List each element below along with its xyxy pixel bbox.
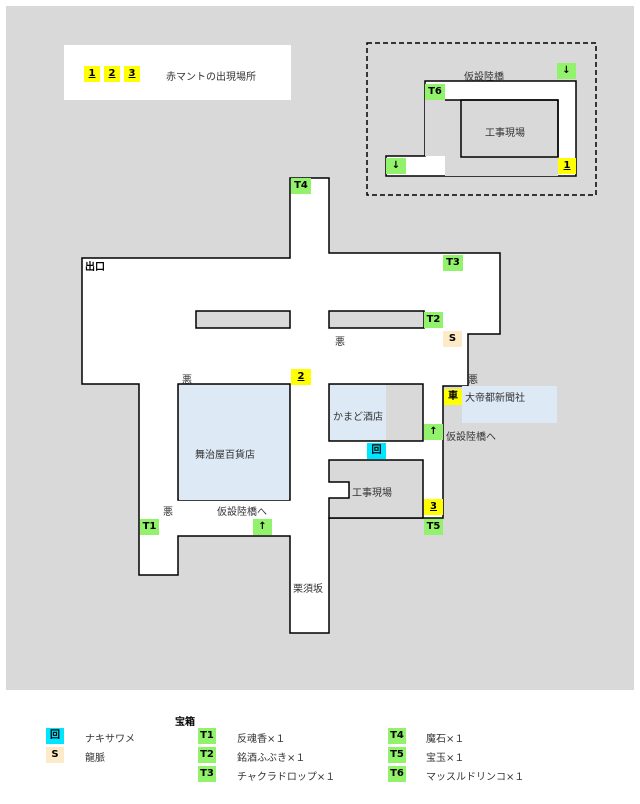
treasure-t4: T4 (291, 178, 311, 194)
spawn-3: 3 (424, 499, 443, 515)
spawn-marker-1: 1 (84, 66, 100, 82)
enemy-mark: 悪 (163, 507, 173, 518)
treasure-t2: T2 (424, 312, 443, 328)
legend-tag-kai: 回 (46, 728, 64, 744)
enemy-mark: 悪 (182, 375, 192, 386)
map-area: 1 2 3 赤マントの出現場所 仮設陸橋 ↓ T6 工事現場 ↓ 1 T4 出口… (6, 6, 634, 690)
inset-arrow-down-top: ↓ (557, 63, 576, 79)
save-point: 回 (367, 443, 386, 459)
kamado-bar-label: かまど酒店 (333, 412, 383, 423)
department-store-label: 舞治屋百貨店 (195, 450, 255, 461)
spawn-legend-label: 赤マントの出現場所 (166, 72, 256, 83)
department-store-area (179, 385, 289, 500)
slope-label: 栗須坂 (293, 584, 323, 595)
legend-tag-t5: T5 (388, 747, 406, 763)
construction-label: 工事現場 (352, 488, 392, 499)
legend-label-t1: 反魂香×１ (237, 734, 286, 745)
exit-label: 出口 (85, 262, 105, 273)
legend-label-kai: ナキサワメ (85, 734, 135, 745)
treasure-t3: T3 (443, 255, 463, 271)
spawn-marker-3: 3 (124, 66, 140, 82)
enemy-mark: 悪 (335, 337, 345, 348)
treasure-t1: T1 (140, 519, 159, 535)
legend-tag-t3: T3 (198, 766, 216, 782)
spawn-marker-2: 2 (104, 66, 120, 82)
inset-arrow-down-left: ↓ (386, 158, 406, 174)
spawn-legend-box (64, 45, 291, 100)
kamado-bar-area (330, 385, 386, 440)
newspaper-label: 大帝都新聞社 (465, 393, 525, 404)
to-bridge-right: 仮設陸橋へ (446, 432, 496, 443)
newspaper-area (462, 386, 557, 423)
legend-label-s: 龍脈 (85, 753, 105, 764)
enemy-mark: 悪 (468, 375, 478, 386)
legend-tag-t2: T2 (198, 747, 216, 763)
inset-construction-label: 工事現場 (485, 128, 525, 139)
spawn-1: 1 (558, 158, 576, 174)
legend-label-t6: マッスルドリンコ×１ (426, 772, 525, 783)
treasure-header: 宝箱 (175, 717, 195, 728)
to-bridge-left: 仮設陸橋へ (217, 507, 267, 518)
legend-tag-t1: T1 (198, 728, 216, 744)
legend-label-t2: 銘酒ふぶき×１ (237, 753, 306, 764)
legend-label-t4: 魔石×１ (426, 734, 465, 745)
legend-label-t5: 宝玉×１ (426, 753, 465, 764)
arrow-up-right: ↑ (424, 424, 443, 440)
treasure-t5: T5 (424, 519, 443, 535)
temp-bridge-label: 仮設陸橋 (464, 72, 504, 83)
legend-tag-s: S (46, 747, 64, 763)
ley-line-s: S (443, 331, 462, 347)
spawn-2: 2 (291, 369, 311, 385)
legend-tag-t6: T6 (388, 766, 406, 782)
car-tag: 車 (444, 389, 462, 405)
treasure-t6: T6 (425, 84, 445, 100)
legend-label-t3: チャクラドロップ×１ (237, 772, 336, 783)
arrow-up-left: ↑ (253, 519, 272, 535)
legend-tag-t4: T4 (388, 728, 406, 744)
